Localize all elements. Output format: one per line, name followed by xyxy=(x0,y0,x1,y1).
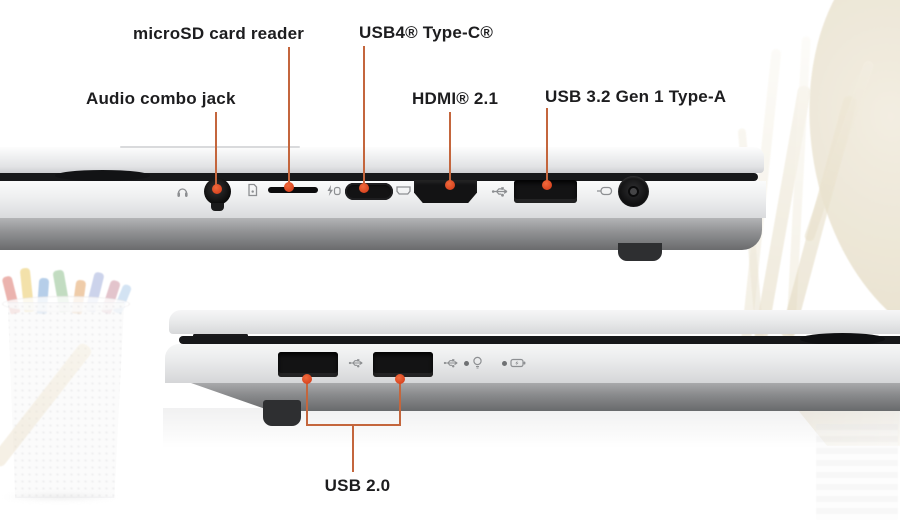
leader-line-audio xyxy=(215,112,217,186)
leader-dot-usb32 xyxy=(542,180,552,190)
dc-in-power-jack xyxy=(618,176,649,207)
hdmi-port xyxy=(414,180,477,203)
laptop-left-side-view xyxy=(0,143,766,263)
leader-dot-hdmi xyxy=(445,180,455,190)
leader-dot-usb2-right xyxy=(395,374,405,384)
usb2-port-left xyxy=(278,352,338,377)
label-usb4-type-c: USB4® Type-C® xyxy=(359,23,494,42)
usb4-type-c-port xyxy=(345,183,393,200)
leader-line-microsd xyxy=(288,47,290,184)
leader-dot-usb2-left xyxy=(302,374,312,384)
laptop-hinge-rubber xyxy=(800,333,885,345)
laptop-underside xyxy=(191,383,900,411)
power-led xyxy=(464,361,469,366)
laptop-body xyxy=(165,344,900,383)
laptop-lid xyxy=(169,310,900,334)
laptop-lid-edge xyxy=(193,334,248,337)
label-microsd-card-reader: microSD card reader xyxy=(133,24,305,43)
laptop-hinge-rubber xyxy=(55,170,150,181)
usb2-port-right xyxy=(373,352,433,377)
leader-dot-audio xyxy=(212,184,222,194)
leader-line-usb4 xyxy=(363,46,365,185)
laptop-rubber-foot xyxy=(618,243,662,261)
bracket-line-left xyxy=(306,381,308,426)
brush-can-photo xyxy=(816,424,898,520)
battery-led xyxy=(502,361,507,366)
laptop-hinge-gap xyxy=(179,336,900,344)
laptop-right-side-view xyxy=(163,306,900,428)
leader-line-usb32 xyxy=(546,108,548,183)
leader-dot-usb4 xyxy=(359,183,369,193)
laptop-rubber-foot xyxy=(263,400,301,426)
bracket-line-horizontal xyxy=(306,424,401,426)
pencil-cup-photo xyxy=(7,302,125,498)
leader-line-hdmi xyxy=(449,112,451,183)
bracket-stem xyxy=(352,426,354,472)
desk-shadow xyxy=(0,492,120,502)
label-usb-3-2-gen1-type-a: USB 3.2 Gen 1 Type-A xyxy=(545,87,727,106)
laptop-hinge-gap xyxy=(0,173,758,181)
label-hdmi-2-1: HDMI® 2.1 xyxy=(412,89,499,108)
leader-dot-microsd xyxy=(284,182,294,192)
usb-a-port xyxy=(514,180,577,203)
label-usb-2-0: USB 2.0 xyxy=(324,476,391,495)
bracket-line-right xyxy=(399,381,401,426)
label-audio-combo-jack: Audio combo jack xyxy=(86,89,236,108)
laptop-lid-ridge xyxy=(120,146,300,148)
laptop-lid xyxy=(0,147,764,173)
